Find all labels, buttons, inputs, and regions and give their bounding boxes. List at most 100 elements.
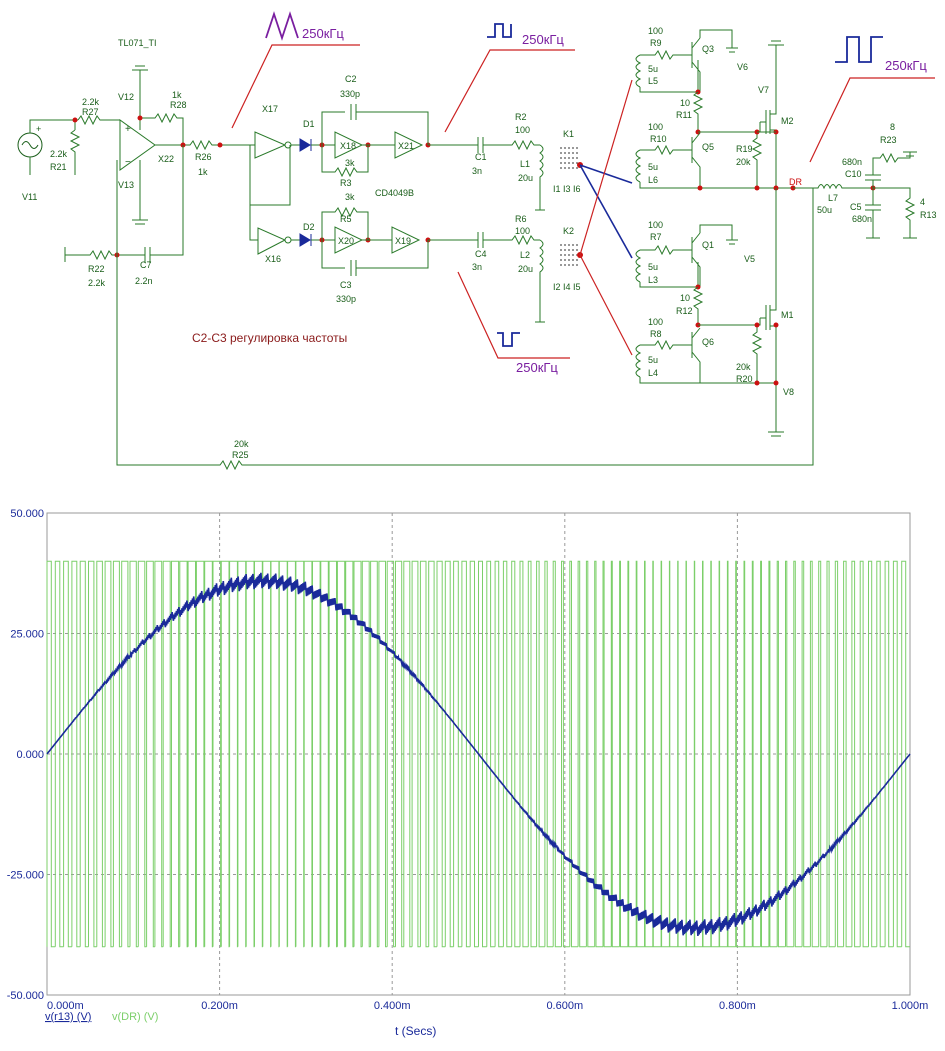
svg-text:V7: V7: [758, 85, 769, 95]
sine-glyph: [21, 141, 39, 149]
inverter-x19: [391, 226, 421, 254]
svg-text:2.2n: 2.2n: [135, 276, 153, 286]
triangle-wave-icon: [265, 11, 299, 41]
square-wave-icon-top: [487, 23, 512, 38]
svg-text:K2: K2: [563, 226, 574, 236]
svg-text:3k: 3k: [345, 158, 355, 168]
svg-text:R25: R25: [232, 450, 249, 460]
svg-text:R11: R11: [676, 110, 692, 120]
circuit-schematic: + V11 2.2k R27 2.2k R21 + − TL071_TI X22…: [17, 11, 937, 470]
svg-text:C10: C10: [845, 169, 862, 179]
series-v-dr: [46, 560, 910, 948]
svg-text:L3: L3: [648, 275, 658, 285]
svg-text:100: 100: [648, 317, 663, 327]
svg-text:X18: X18: [340, 141, 356, 151]
svg-text:M2: M2: [781, 116, 794, 126]
svg-text:1k: 1k: [198, 167, 208, 177]
svg-text:8: 8: [890, 122, 895, 132]
svg-text:L2: L2: [520, 250, 530, 260]
svg-text:R22: R22: [88, 264, 105, 274]
series-v-r13: [46, 572, 911, 936]
svg-text:X21: X21: [398, 141, 414, 151]
svg-text:V8: V8: [783, 387, 794, 397]
svg-text:20k: 20k: [736, 157, 751, 167]
y-tick-label: 0.000: [16, 749, 44, 761]
label-v11: V11: [22, 192, 37, 202]
svg-text:20u: 20u: [518, 264, 533, 274]
svg-text:R28: R28: [170, 100, 187, 110]
svg-text:Q3: Q3: [702, 44, 714, 54]
svg-text:5u: 5u: [648, 262, 658, 272]
svg-text:5u: 5u: [648, 162, 658, 172]
svg-text:680n: 680n: [852, 214, 872, 224]
output-stage: 5u L5 100 R9 Q3 V6 10 R11 5u L6 100 R10 …: [635, 26, 937, 437]
svg-text:D2: D2: [303, 222, 315, 232]
svg-text:M1: M1: [781, 310, 794, 320]
svg-text:DR: DR: [789, 177, 802, 187]
freq-label-square-bottom: 250кГц: [516, 360, 558, 375]
svg-text:R19: R19: [736, 144, 753, 154]
x-tick-label: 0.000m: [47, 1000, 84, 1012]
svg-text:3n: 3n: [472, 262, 482, 272]
svg-text:R13: R13: [920, 210, 937, 220]
svg-text:V12: V12: [118, 92, 134, 102]
svg-text:R2: R2: [515, 112, 527, 122]
svg-text:X17: X17: [262, 104, 278, 114]
freq-label-triangle: 250кГц: [302, 26, 344, 41]
svg-text:C1: C1: [475, 152, 487, 162]
svg-text:R7: R7: [650, 232, 662, 242]
svg-text:R26: R26: [195, 152, 212, 162]
svg-text:20u: 20u: [518, 173, 533, 183]
svg-text:100: 100: [648, 26, 663, 36]
svg-text:R5: R5: [340, 214, 352, 224]
y-tick-label: -50.000: [7, 990, 44, 1002]
v-r13-trace: [46, 572, 911, 936]
svg-text:R6: R6: [515, 214, 527, 224]
svg-text:330p: 330p: [340, 89, 360, 99]
x-tick-label: 0.200m: [201, 1000, 238, 1012]
svg-text:100: 100: [515, 125, 530, 135]
inverter-x20: [334, 226, 364, 254]
square-wave-icon-right: [835, 36, 883, 63]
svg-text:L5: L5: [648, 76, 658, 86]
svg-text:3k: 3k: [345, 192, 355, 202]
opamp-label: TL071_TI: [118, 38, 157, 48]
legend-v-dr[interactable]: v(DR) (V): [112, 1011, 158, 1023]
svg-text:100: 100: [648, 220, 663, 230]
svg-text:680n: 680n: [842, 157, 862, 167]
svg-text:+: +: [36, 124, 41, 134]
svg-text:V5: V5: [744, 254, 755, 264]
svg-text:C7: C7: [140, 260, 152, 270]
buffer-label: CD4049B: [375, 188, 414, 198]
svg-text:5u: 5u: [648, 64, 658, 74]
svg-text:D1: D1: [303, 119, 315, 129]
svg-text:R20: R20: [736, 374, 753, 384]
y-tick-label: 50.000: [10, 508, 44, 520]
x-tick-label: 0.400m: [374, 1000, 411, 1012]
svg-text:C2: C2: [345, 74, 357, 84]
svg-text:C5: C5: [850, 202, 862, 212]
svg-text:I2 I4 I5: I2 I4 I5: [553, 282, 581, 292]
svg-text:R8: R8: [650, 329, 662, 339]
inverter-x17: [254, 131, 287, 159]
svg-text:1k: 1k: [172, 90, 182, 100]
svg-text:X22: X22: [158, 154, 174, 164]
svg-text:K1: K1: [563, 129, 574, 139]
svg-text:Q5: Q5: [702, 142, 714, 152]
frequency-note: C2-C3 регулировка частоты: [192, 331, 347, 345]
v-dr-trace: [46, 560, 910, 948]
svg-text:X19: X19: [395, 236, 411, 246]
svg-text:R27: R27: [82, 107, 99, 117]
legend-v-r13[interactable]: v(r13) (V): [45, 1011, 91, 1023]
svg-text:2.2k: 2.2k: [82, 97, 100, 107]
svg-text:C3: C3: [340, 280, 352, 290]
svg-text:L4: L4: [648, 368, 658, 378]
svg-text:100: 100: [648, 122, 663, 132]
svg-text:L7: L7: [828, 193, 838, 203]
svg-text:20k: 20k: [234, 439, 249, 449]
inverter-x18: [334, 131, 364, 159]
svg-text:V6: V6: [737, 62, 748, 72]
svg-text:5u: 5u: [648, 355, 658, 365]
svg-text:I1 I3 I6: I1 I3 I6: [553, 184, 581, 194]
